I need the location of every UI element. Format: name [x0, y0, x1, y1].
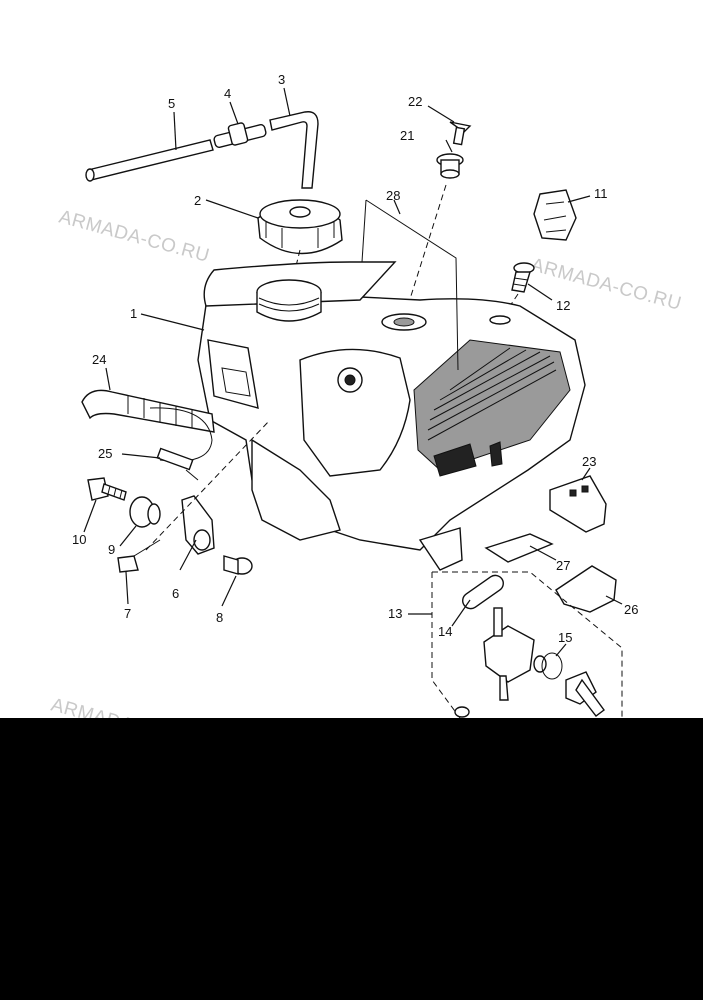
callout-6: 6	[172, 586, 179, 601]
tank-cap-part	[257, 199, 343, 255]
callout-24: 24	[92, 352, 106, 367]
watermark-1: ARMADA-CO.RU	[57, 207, 212, 267]
callout-25: 25	[98, 446, 112, 461]
watermark-2: ARMADA-CO.RU	[529, 255, 684, 315]
callout-14: 14	[438, 624, 452, 639]
bolt-10-part	[87, 477, 127, 501]
screw-22-part	[449, 121, 472, 146]
callout-26: 26	[624, 602, 638, 617]
fuel-tank-exploded-diagram: ARMADA-CO.RU ARMADA-CO.RU ARMADA-CO.RU A…	[48, 72, 684, 718]
callout-21: 21	[400, 128, 414, 143]
callout-15: 15	[558, 630, 572, 645]
callout-9: 9	[108, 542, 115, 557]
callout-23: 23	[582, 454, 596, 469]
callout-7: 7	[124, 606, 131, 621]
gasket-14-part	[462, 574, 504, 610]
callout-28: 28	[386, 188, 400, 203]
hose-clamp-25-part	[156, 447, 199, 481]
bolt-7-part	[117, 539, 161, 573]
leader-lines	[83, 87, 623, 657]
bolt-12-part	[511, 262, 535, 293]
damper-9-part	[129, 496, 161, 528]
breather-valve-part	[213, 122, 267, 148]
blank-lower-panel	[0, 718, 703, 1000]
callout-5: 5	[168, 96, 175, 111]
callout-4: 4	[224, 86, 231, 101]
lever-part	[565, 671, 605, 717]
bent-tube-part	[269, 111, 319, 189]
callout-13: 13	[388, 606, 402, 621]
callout-8: 8	[216, 610, 223, 625]
callout-12: 12	[556, 298, 570, 313]
hose-part	[85, 139, 214, 182]
callout-10: 10	[72, 532, 86, 547]
fuel-tank-part	[197, 261, 586, 571]
callout-27: 27	[556, 558, 570, 573]
o-ring-15-part	[541, 652, 563, 680]
collar-21-part	[436, 153, 464, 179]
pad-27-part	[484, 533, 554, 563]
callout-22: 22	[408, 94, 422, 109]
callout-1: 1	[130, 306, 137, 321]
watermark-4: ARMADA-CO.RU	[49, 695, 204, 718]
clip-11-part	[533, 189, 577, 241]
bracket-6-part	[181, 495, 215, 555]
bracket-23-part	[549, 475, 607, 533]
callout-11: 11	[594, 186, 608, 201]
callout-3: 3	[278, 72, 285, 87]
collar-8-part	[223, 555, 253, 575]
callout-2: 2	[194, 193, 201, 208]
fuel-cock-13-part	[483, 607, 547, 701]
